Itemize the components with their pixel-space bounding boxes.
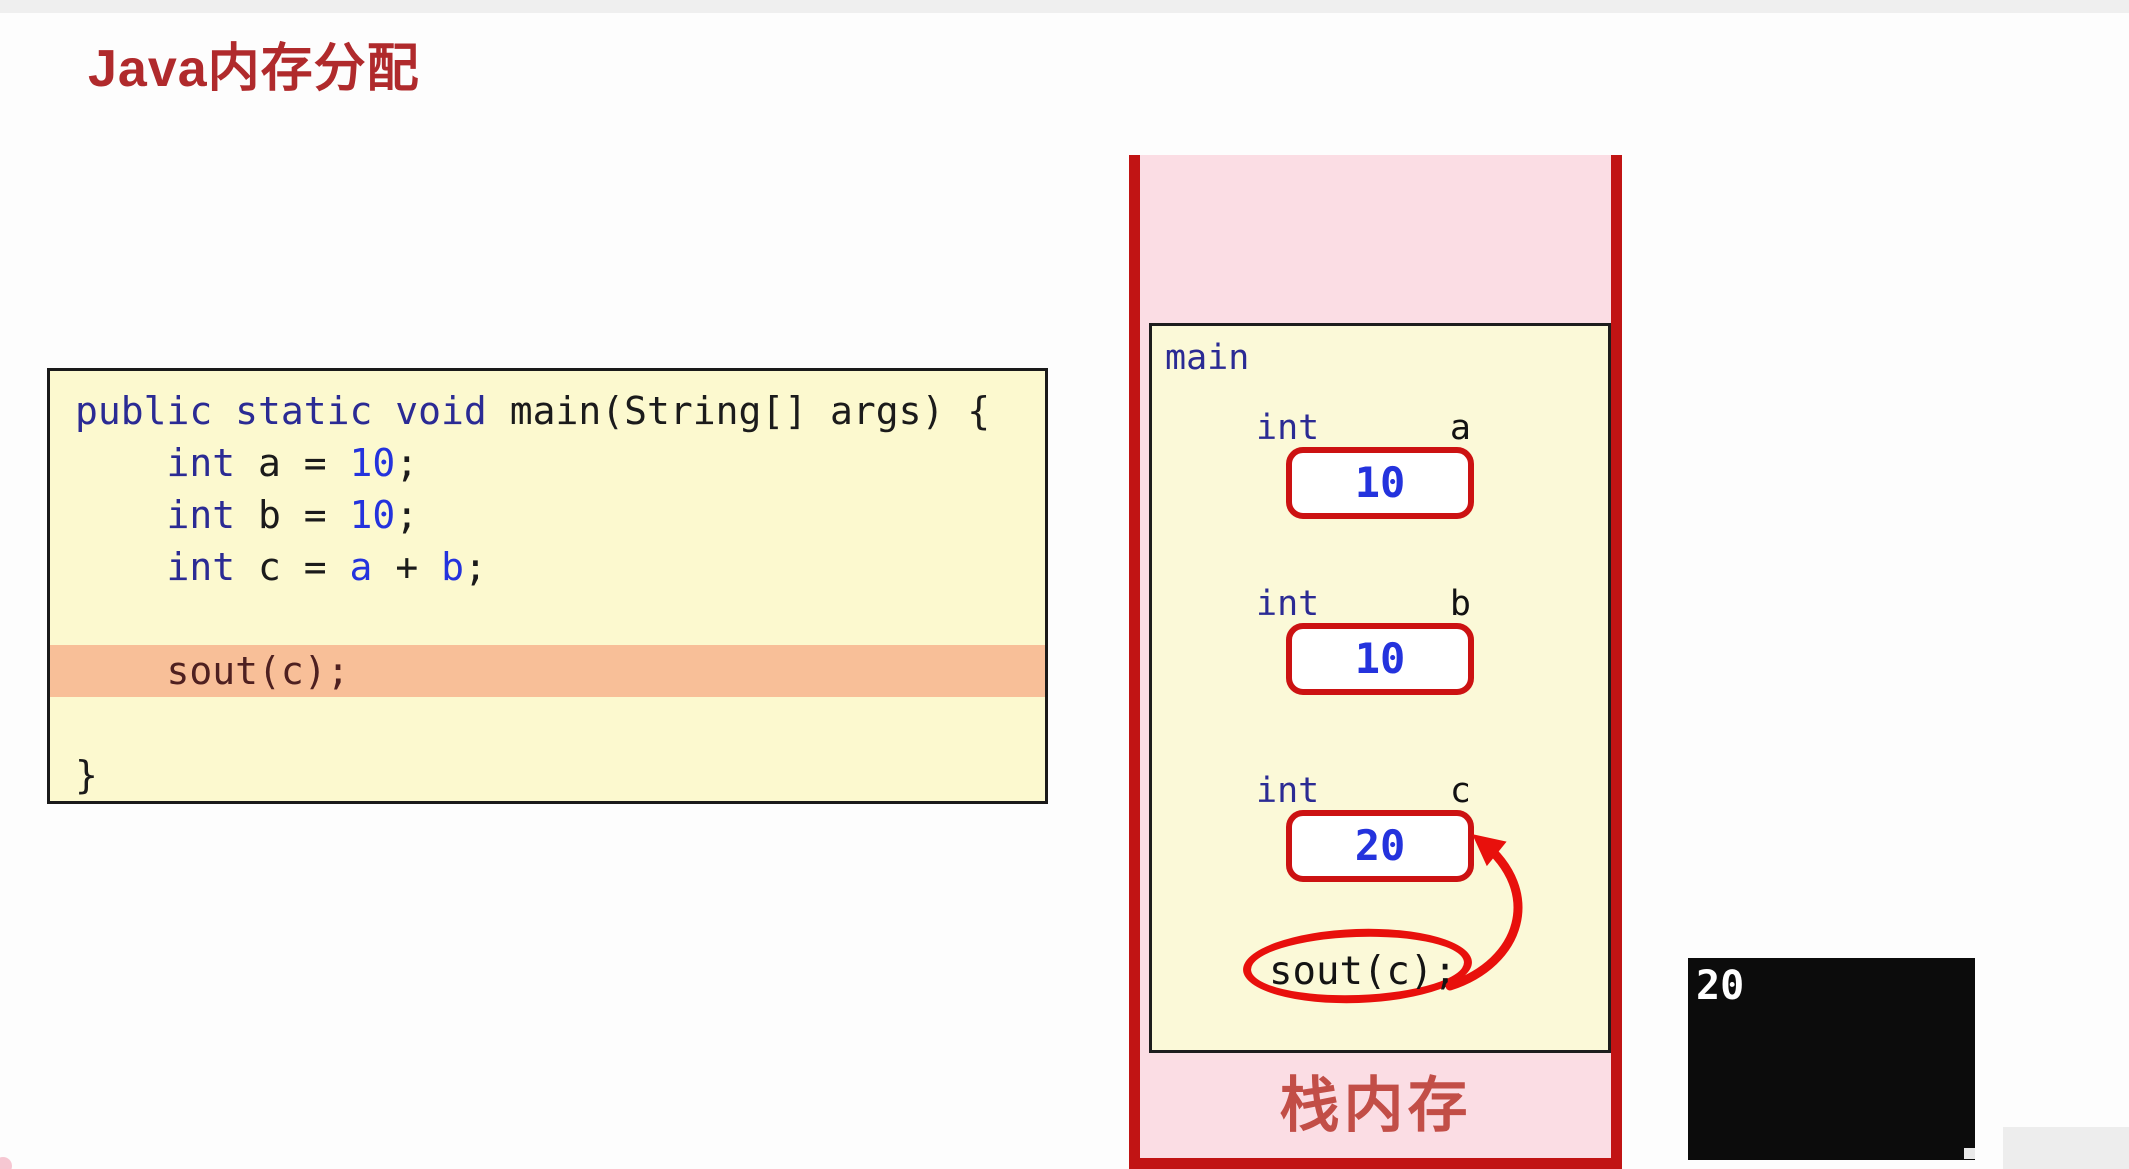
stack-statement: sout(c); (1269, 949, 1457, 994)
variable-name-label: a (1449, 408, 1471, 448)
code-segment-plain: ; (395, 441, 419, 485)
variable-name-label: b (1449, 584, 1471, 624)
variable-value-box: 10 (1286, 447, 1474, 519)
corner-shade (2003, 1127, 2129, 1169)
variable-value: 10 (1354, 458, 1406, 507)
page-title: Java内存分配 (88, 40, 420, 98)
console-output-panel: 20 (1688, 958, 1975, 1160)
code-segment-literal: a (349, 545, 373, 589)
top-strip (0, 0, 2129, 13)
variable-type-label: int (1256, 408, 1320, 448)
code-line (50, 593, 1045, 645)
code-segment-plain: c = (235, 545, 350, 589)
variable-groups: int a 10 int b 10 int c 20 (1152, 326, 1608, 1050)
code-segment-keyword: int (166, 441, 236, 485)
variable-labels: int c (1256, 772, 1506, 810)
code-segment-plain: b = (235, 493, 350, 537)
console-output-text: 20 (1696, 963, 1745, 1009)
variable-group-c: int c 20 (1256, 772, 1506, 882)
stack-caption: 栈内存 (1279, 1072, 1472, 1139)
code-line: int a = 10; (50, 437, 1045, 489)
variable-value: 20 (1354, 821, 1406, 870)
code-segment-plain: ; (395, 493, 419, 537)
code-segment-plain: ; (463, 545, 487, 589)
code-segment-keyword: int (166, 545, 236, 589)
code-segment-plain (75, 545, 167, 589)
variable-group-b: int b 10 (1256, 585, 1506, 695)
frame-label: main (1165, 338, 1250, 378)
code-segment-literal: b (441, 545, 464, 589)
code-line: public static void main(String[] args) { (50, 385, 1045, 437)
stack-memory-panel: main int a 10 int b 10 int c 20 sout(c); 栈内存 (1129, 155, 1622, 1169)
code-line: } (50, 749, 1045, 801)
variable-group-a: int a 10 (1256, 409, 1506, 519)
code-segment-literal: 10 (349, 441, 396, 485)
code-line: int b = 10; (50, 489, 1045, 541)
variable-labels: int a (1256, 409, 1506, 447)
code-segment-keyword: int (166, 493, 236, 537)
variable-type-label: int (1256, 771, 1320, 811)
console-resize-handle (1964, 1148, 1975, 1159)
code-segment-plain (75, 493, 167, 537)
code-segment-plain: } (75, 753, 98, 797)
code-segment-plain (75, 649, 167, 693)
variable-name-label: c (1449, 771, 1471, 811)
variable-value-box: 20 (1286, 810, 1474, 882)
code-segment-plain: a = (235, 441, 350, 485)
variable-type-label: int (1256, 584, 1320, 624)
code-lines: public static void main(String[] args) {… (50, 371, 1045, 801)
variable-labels: int b (1256, 585, 1506, 623)
code-segment-plain: + (372, 545, 442, 589)
code-line (50, 697, 1045, 749)
code-segment-plain (75, 441, 167, 485)
variable-value-box: 10 (1286, 623, 1474, 695)
code-line-highlighted: sout(c); (50, 645, 1045, 697)
code-line: int c = a + b; (50, 541, 1045, 593)
player-dot (0, 1157, 12, 1169)
code-segment-plain: main(String[] args) { (509, 389, 991, 433)
variable-value: 10 (1354, 634, 1406, 683)
code-segment-literal: 10 (349, 493, 396, 537)
code-segment-call: sout(c); (166, 649, 350, 693)
code-segment-keyword: public static void (75, 389, 510, 433)
code-panel: public static void main(String[] args) {… (47, 368, 1048, 804)
stack-frame-main: main int a 10 int b 10 int c 20 sout(c); (1149, 323, 1611, 1053)
